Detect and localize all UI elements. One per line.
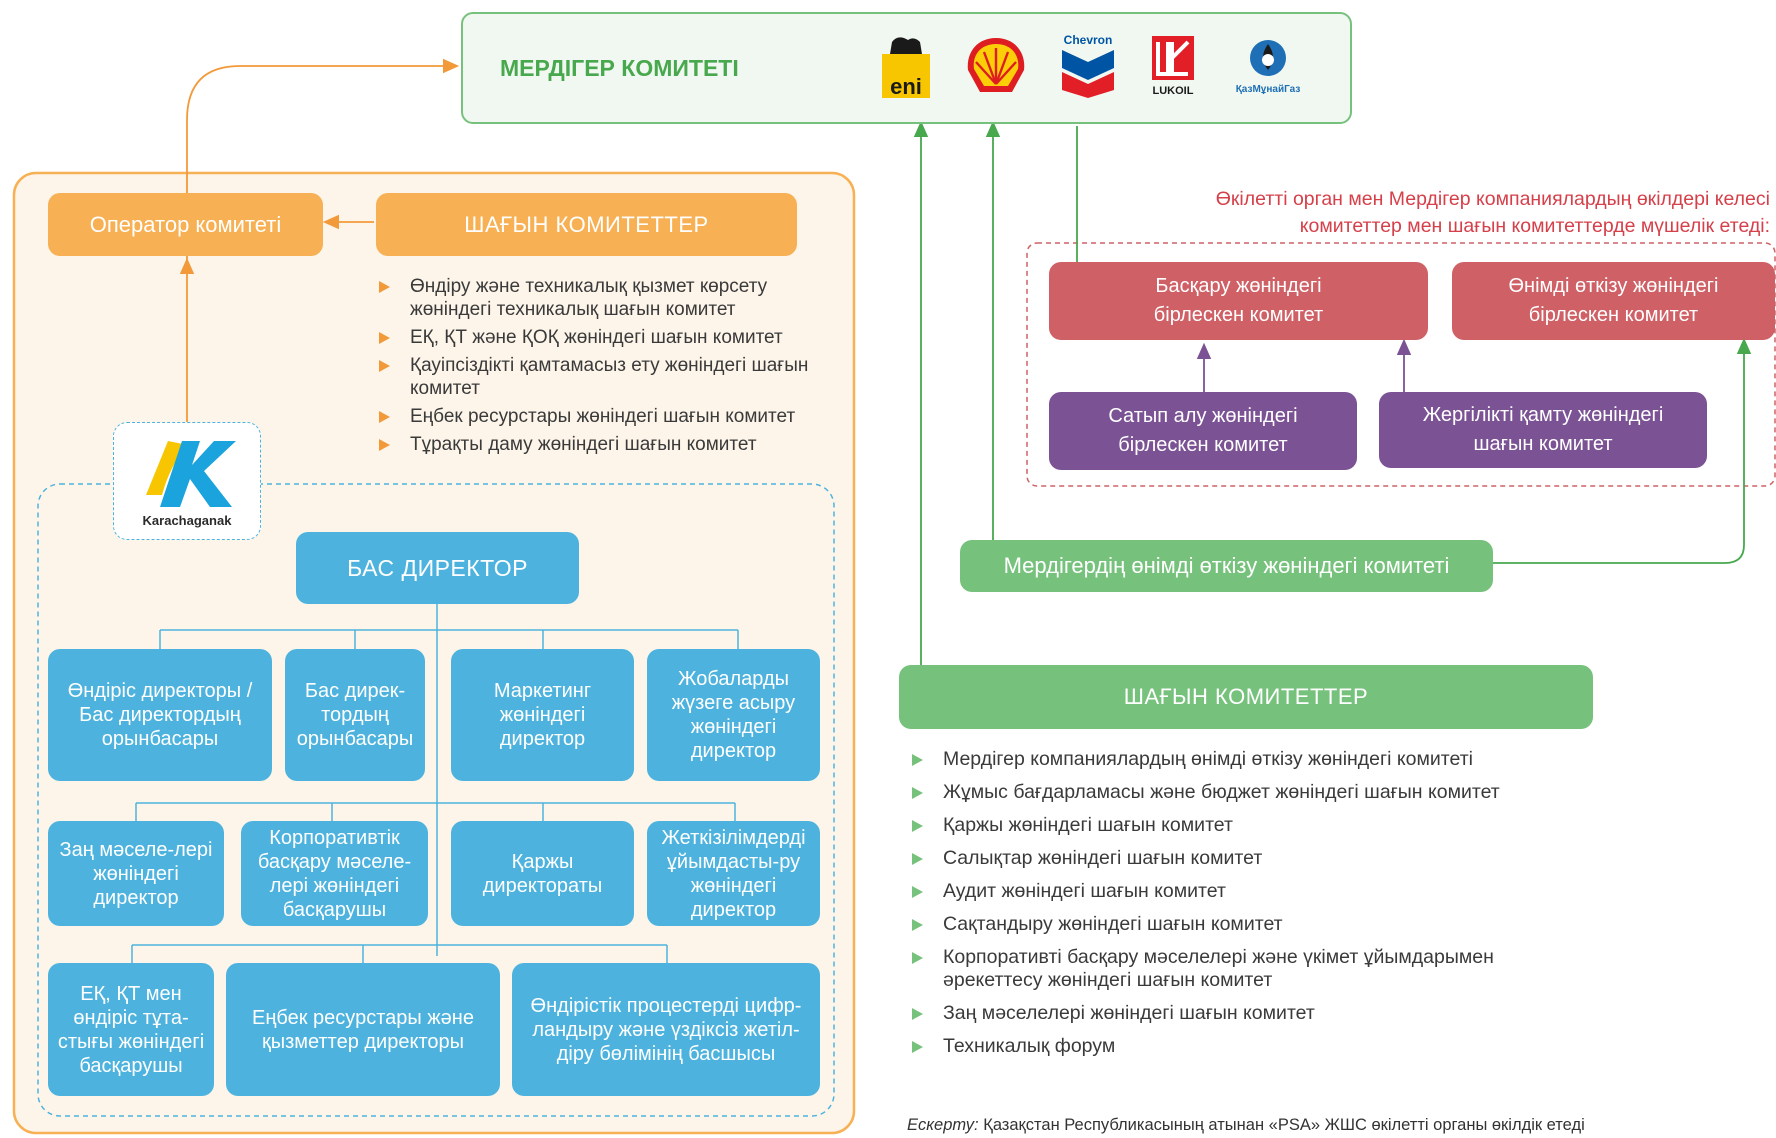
list-item: Жұмыс бағдарламасы және бюджет жөніндегі… bbox=[910, 781, 1630, 804]
shell-logo bbox=[962, 34, 1030, 98]
org-box: Маркетинг жөніндегі директор bbox=[451, 649, 634, 781]
org-box: Корпоративтік басқару мәселе-лері жөнінд… bbox=[241, 821, 428, 926]
org-box: Өндірістік процестерді цифр-ландыру және… bbox=[512, 963, 820, 1096]
joint-committees-panel bbox=[1026, 242, 1776, 487]
operator-committee-box: Оператор комитеті bbox=[48, 193, 323, 256]
list-item: Сақтандыру жөніндегі шағын комитет bbox=[910, 913, 1630, 936]
contractor-marketing-committee: Мердігердің өнімді өткізу жөніндегі коми… bbox=[960, 540, 1493, 592]
list-item: Еңбек ресурстары жөніндегі шағын комитет bbox=[377, 405, 847, 428]
eni-logo: eni bbox=[878, 34, 936, 98]
org-box: Қаржы директораты bbox=[451, 821, 634, 926]
list-item: Мердігер компаниялардың өнімді өткізу жө… bbox=[910, 748, 1630, 771]
chevron-logo: Chevron bbox=[1058, 32, 1118, 98]
ceo-box: БАС ДИРЕКТОР bbox=[296, 532, 579, 604]
note-line-1: Өкілетті орган мен Мердігер компаниялард… bbox=[1215, 188, 1770, 210]
contractor-committee-title: МЕРДІГЕР КОМИТЕТІ bbox=[500, 55, 739, 81]
karachaganak-logo-text: Karachaganak bbox=[142, 512, 232, 528]
svg-text:ҚазМұнайГаз: ҚазМұнайГаз bbox=[1236, 84, 1301, 95]
list-item: ЕҚ, ҚТ және ҚОҚ жөніндегі шағын комитет bbox=[377, 326, 847, 349]
karachaganak-logo: Karachaganak bbox=[113, 422, 261, 540]
list-item: Салықтар жөніндегі шағын комитет bbox=[910, 847, 1630, 870]
list-item: Заң мәселелері жөніндегі шағын комитет bbox=[910, 1002, 1630, 1025]
joint-procurement-committee: Сатып алу жөніндегі бірлескен комитет bbox=[1049, 392, 1357, 470]
list-item: Тұрақты даму жөніндегі шағын комитет bbox=[377, 433, 847, 456]
karachaganak-k-icon bbox=[146, 440, 236, 507]
svg-text:LUKOIL: LUKOIL bbox=[1153, 85, 1194, 97]
footnote-label: Ескерту: bbox=[907, 1116, 979, 1134]
svg-text:Chevron: Chevron bbox=[1064, 33, 1113, 47]
org-box: ЕҚ, ҚТ мен өндіріс тұта-стығы жөніндегі … bbox=[48, 963, 214, 1096]
contractor-subcommittees-header: ШАҒЫН КОМИТЕТТЕР bbox=[899, 665, 1593, 729]
joint-committees-note: Өкілетті орган мен Мердігер компаниялард… bbox=[1216, 186, 1770, 240]
footnote-text: Қазақстан Республикасының атынан «PSA» Ж… bbox=[978, 1116, 1585, 1134]
org-box: Өндіріс директоры / Бас директордың орын… bbox=[48, 649, 272, 781]
lukoil-logo: LUKOIL bbox=[1144, 34, 1202, 98]
org-box: Жеткізілімдерді ұйымдасты-ру жөніндегі д… bbox=[647, 821, 820, 926]
svg-text:eni: eni bbox=[890, 74, 922, 98]
local-content-subcommittee: Жергілікті қамту жөніндегі шағын комитет bbox=[1379, 392, 1707, 468]
kazmunaigaz-logo: ҚазМұнайГаз bbox=[1222, 38, 1314, 100]
list-item: Қаржы жөніндегі шағын комитет bbox=[910, 814, 1630, 837]
org-box: Жобаларды жүзеге асыру жөніндегі директо… bbox=[647, 649, 820, 781]
joint-marketing-committee: Өнімді өткізу жөніндегі бірлескен комите… bbox=[1452, 262, 1775, 340]
operator-subcommittees-list: Өндіру және техникалық қызмет көрсету жө… bbox=[377, 275, 847, 461]
karachaganak-panel bbox=[37, 483, 835, 1117]
operator-subcommittees-header: ШАҒЫН КОМИТЕТТЕР bbox=[376, 193, 797, 256]
list-item: Техникалық форум bbox=[910, 1035, 1630, 1058]
footnote: Ескерту: Қазақстан Республикасының атына… bbox=[907, 1116, 1585, 1135]
list-item: Корпоративті басқару мәселелері және үкі… bbox=[910, 946, 1563, 992]
note-line-2: комитеттер мен шағын комитеттерде мүшелі… bbox=[1299, 215, 1770, 237]
list-item: Қауіпсіздікті қамтамасыз ету жөніндегі ш… bbox=[377, 354, 847, 400]
org-box: Заң мәселе-лері жөніндегі директор bbox=[48, 821, 224, 926]
list-item: Өндіру және техникалық қызмет көрсету жө… bbox=[377, 275, 847, 321]
org-box: Еңбек ресурстары және қызметтер директор… bbox=[226, 963, 500, 1096]
list-item: Аудит жөніндегі шағын комитет bbox=[910, 880, 1630, 903]
joint-management-committee: Басқару жөніндегі бірлескен комитет bbox=[1049, 262, 1428, 340]
org-box: Бас дирек-тордың орынбасары bbox=[285, 649, 425, 781]
contractor-subcommittees-list: Мердігер компаниялардың өнімді өткізу жө… bbox=[910, 748, 1630, 1068]
operator-panel bbox=[12, 171, 856, 1135]
